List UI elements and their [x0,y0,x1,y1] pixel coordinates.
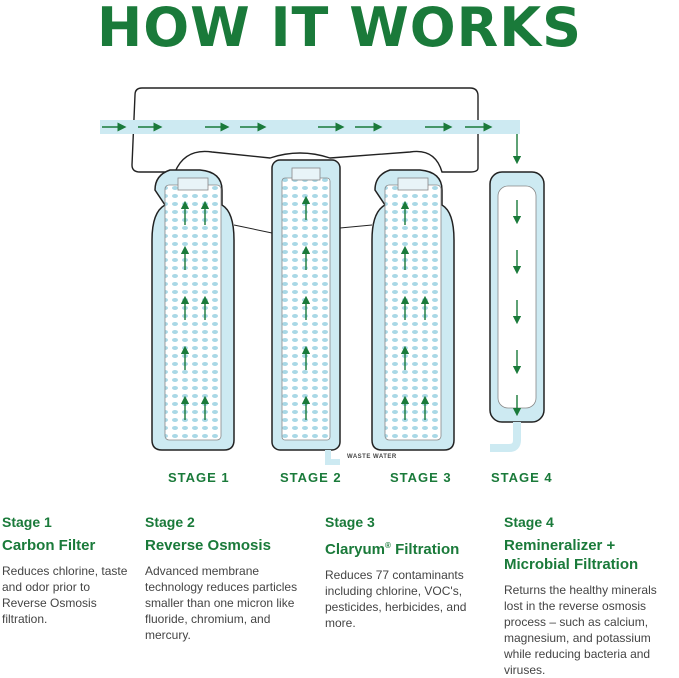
stage-2-number: Stage 2 [145,514,195,530]
waste-outlet [325,450,340,465]
stage-3-description: Reduces 77 contaminants including chlori… [325,568,467,630]
stage-3-number: Stage 3 [325,514,375,530]
stage-4-name: Remineralizer + Microbial Filtration [504,537,639,573]
stage-1-label: STAGE 1 [168,470,230,485]
stage-4-label: STAGE 4 [491,470,553,485]
stage-1-column: Stage 1 Carbon Filter Reduces chlorine, … [2,514,130,627]
stage-3-name: Claryum® Filtration [325,541,460,558]
stage-1-number: Stage 1 [2,514,52,530]
flow-arrows [180,134,522,420]
stage-2-column: Stage 2 Reverse Osmosis Advanced membran… [145,514,305,643]
stage-4-number: Stage 4 [504,514,554,530]
stage-4-description: Returns the healthy minerals lost in the… [504,583,657,677]
stage-2-name: Reverse Osmosis [145,537,271,554]
page-title: HOW IT WORKS [97,0,582,59]
stage-4-filter [489,171,545,452]
stage-2-label: STAGE 2 [280,470,342,485]
stage-2-description: Advanced membrane technology reduces par… [145,564,298,642]
stage-3-column: Stage 3 Claryum® Filtration Reduces 77 c… [325,514,475,631]
stage-1-name: Carbon Filter [2,537,96,554]
waste-water-label: WASTE WATER [347,454,397,460]
stage-3-label: STAGE 3 [390,470,452,485]
stage-1-description: Reduces chlorine, taste and odor prior t… [2,564,128,626]
stage-3-filter [371,169,455,451]
stage-4-column: Stage 4 Remineralizer + Microbial Filtra… [504,514,676,678]
inlet-pipe [100,120,520,134]
stage-1-filter [151,169,235,451]
